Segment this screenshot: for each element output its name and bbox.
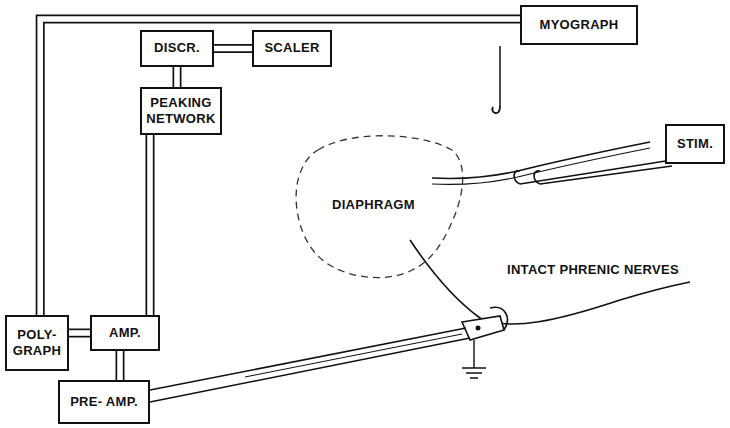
electrode-cable	[150, 328, 470, 402]
diaphragm-outline	[296, 136, 463, 278]
instrument-box: SCALER	[252, 30, 332, 67]
box-label: AMP.	[109, 325, 141, 341]
instrument-box: PEAKING NETWORK	[140, 87, 222, 135]
cable-outline	[146, 135, 155, 315]
electrode-contact	[476, 326, 481, 331]
box-label: STIM.	[677, 136, 713, 152]
instrument-box: MYOGRAPH	[520, 5, 638, 45]
box-label: POLY- GRAPH	[11, 327, 63, 360]
stim-electrode	[520, 160, 672, 184]
cable-core	[174, 67, 180, 87]
recording-electrode	[490, 307, 507, 330]
phrenic-nerve	[432, 148, 650, 185]
cable-outline	[69, 329, 90, 338]
myograph-thread	[499, 46, 501, 106]
cable-core	[147, 135, 153, 315]
cable-outline	[214, 44, 252, 53]
instrument-box: AMP.	[90, 315, 160, 351]
ground-symbol	[462, 340, 486, 378]
cable-connector	[40, 19, 520, 315]
cable-outline	[40, 19, 520, 315]
cable-core	[117, 351, 123, 380]
cable-core	[69, 330, 90, 336]
instrument-box: POLY- GRAPH	[5, 315, 69, 371]
cable-core	[214, 46, 252, 52]
instrument-box: PRE- AMP.	[58, 380, 150, 424]
box-label: PEAKING NETWORK	[146, 95, 216, 128]
nerve-label: INTACT PHRENIC NERVES	[505, 262, 681, 277]
instrument-box: DISCR.	[140, 30, 214, 67]
cable-outline	[116, 351, 125, 380]
cable-outline	[173, 67, 182, 87]
phrenic-nerve	[410, 240, 690, 324]
box-label: SCALER	[264, 40, 319, 56]
box-label: MYOGRAPH	[540, 17, 619, 33]
box-label: DISCR.	[154, 40, 200, 56]
box-label: PRE- AMP.	[70, 394, 138, 410]
cable-connector	[69, 333, 90, 334]
organ-label: DIAPHRAGM	[330, 197, 417, 212]
myograph-hook	[492, 106, 500, 113]
cable-core	[40, 19, 520, 315]
cable-connector	[177, 67, 178, 87]
recording-electrode	[462, 316, 504, 340]
stim-hook	[514, 171, 540, 184]
electrode-cable	[245, 334, 462, 377]
cable-connector	[150, 135, 151, 315]
cable-connector	[214, 48, 252, 49]
cable-connector	[120, 351, 121, 380]
instrument-box: STIM.	[665, 124, 725, 164]
